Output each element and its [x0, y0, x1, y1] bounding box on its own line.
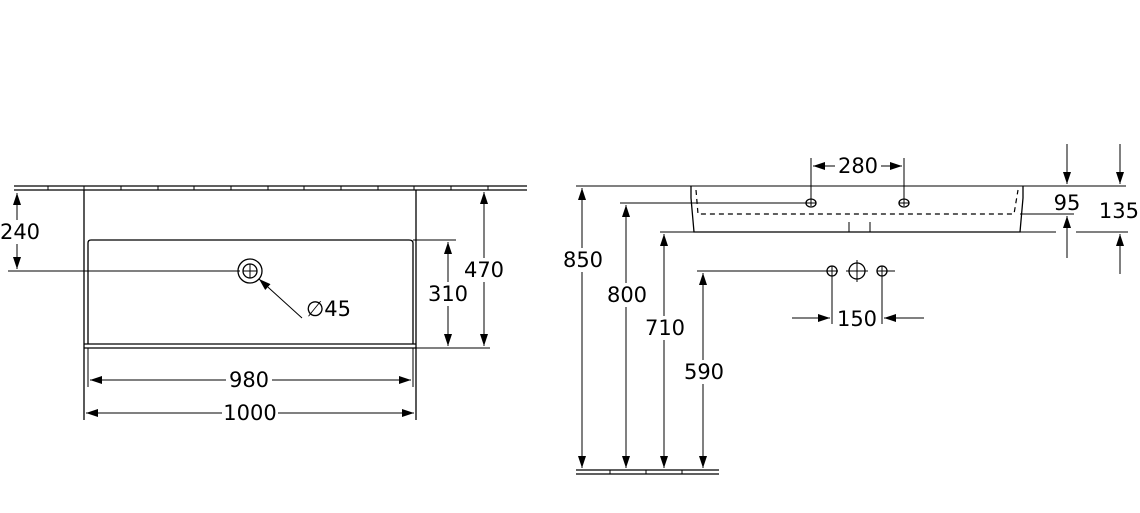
dim-drain-diameter: ∅45 — [258, 278, 351, 321]
label-drain-offset: 240 — [0, 220, 40, 244]
drain-symbol — [237, 258, 263, 284]
fixing-point-left — [826, 265, 838, 277]
label-overall-depth: 470 — [464, 258, 504, 282]
label-basin-depth: 310 — [428, 282, 468, 306]
dim-basin-width: 980 — [87, 348, 414, 392]
dim-rim-height: 850 — [560, 188, 606, 468]
dim-inner-depth: 95 — [1020, 144, 1080, 258]
dim-overall-depth: 470 — [462, 192, 506, 346]
dim-basin-depth: 310 — [413, 239, 490, 349]
label-basin-width: 980 — [229, 368, 269, 392]
dim-waste-height: 590 — [681, 270, 838, 468]
label-drain-diameter: ∅45 — [306, 297, 351, 321]
dim-tap-height: 800 — [604, 202, 808, 468]
dim-overall-width: 1000 — [86, 401, 414, 425]
wall-hatch-top — [14, 185, 527, 191]
dim-fixture-spacing: 150 — [792, 276, 924, 331]
label-fixture-spacing: 150 — [837, 307, 877, 331]
label-inner-depth: 95 — [1054, 191, 1081, 215]
basin-outline-plan — [83, 190, 417, 420]
label-tap-hole-spacing: 280 — [838, 154, 878, 178]
dim-tap-hole-spacing: 280 — [810, 154, 905, 206]
label-underside-height: 710 — [645, 316, 685, 340]
dim-total-thickness: 135 — [1076, 144, 1140, 274]
basin-profile-side — [660, 186, 1056, 233]
dim-underside-height: 710 — [642, 234, 688, 468]
dim-drain-offset: 240 — [0, 193, 240, 272]
plan-view: 240 ∅45 310 470 980 — [0, 185, 527, 425]
side-view: 280 850 800 710 590 — [560, 144, 1140, 475]
label-overall-width: 1000 — [223, 401, 276, 425]
floor-hatch — [576, 469, 719, 475]
label-rim-height: 850 — [563, 248, 603, 272]
label-waste-height: 590 — [684, 360, 724, 384]
waste-outlet — [846, 260, 868, 282]
label-total-thickness: 135 — [1099, 199, 1139, 223]
fixing-point-right — [876, 265, 895, 277]
label-tap-height: 800 — [607, 283, 647, 307]
